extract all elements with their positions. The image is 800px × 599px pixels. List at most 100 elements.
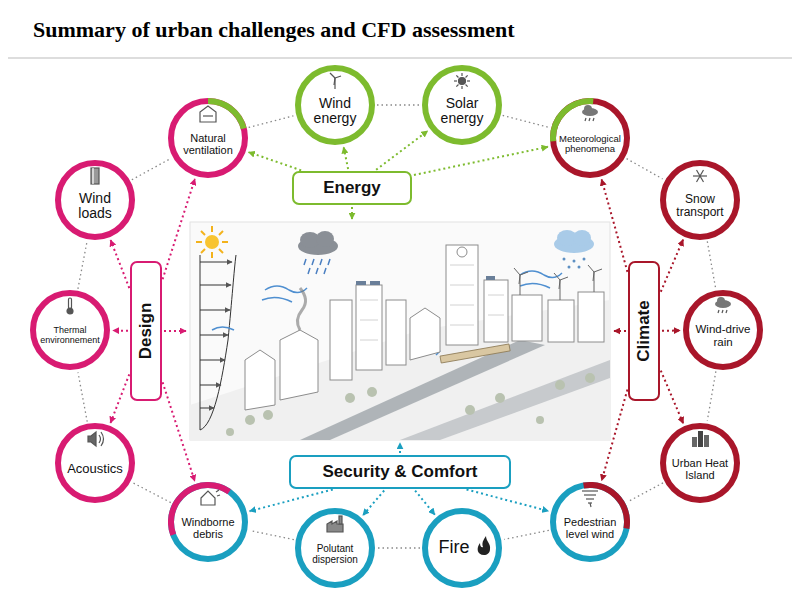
node-icon [88, 432, 104, 446]
ring [425, 511, 499, 585]
ring-link [504, 530, 549, 539]
ring-link [250, 531, 294, 540]
dotted-arrow [661, 240, 683, 292]
challenge-label: Wind-drive rain [690, 323, 756, 348]
ring [425, 68, 499, 142]
challenge-label: Polutant dispersion [302, 543, 368, 565]
challenge-circle: Urban Heat Island [660, 423, 740, 503]
ring [663, 426, 737, 500]
dotted-arrow [113, 330, 128, 332]
energy-arrow [351, 207, 353, 219]
ring-link [132, 159, 170, 180]
challenge-circle: Wind-drive rain [683, 290, 763, 370]
challenge-circle: Thermal environnement [30, 290, 110, 370]
node-icon [201, 490, 220, 505]
node-icon [330, 73, 341, 89]
node-icon [478, 536, 490, 555]
challenge-label: Windborne debris [175, 516, 241, 540]
challenge-label: Wind loads [62, 191, 128, 222]
ring-link [707, 371, 716, 420]
ring-link [249, 116, 294, 128]
ring [33, 293, 107, 367]
category-band: Climate [628, 261, 660, 401]
challenge-label: Solar energy [429, 96, 495, 127]
node-icon [715, 297, 731, 313]
dotted-arrow [163, 382, 195, 481]
box-border [290, 456, 510, 488]
ring-link [78, 242, 87, 289]
challenge-circle: Windborne debris [168, 482, 248, 562]
challenge-circle: Fire [422, 508, 502, 588]
category-label: Design [136, 303, 156, 360]
dotted-arrow [344, 147, 348, 169]
box-border [131, 262, 161, 400]
box-border [293, 172, 411, 204]
category-label: Climate [634, 300, 654, 361]
ring [58, 163, 132, 237]
ring [58, 426, 132, 500]
node-icon [327, 516, 343, 532]
challenge-circle: Meteorological phenomena [550, 98, 630, 178]
box-border [629, 262, 659, 400]
node-icon [200, 106, 216, 122]
challenge-circle: Wind loads [55, 160, 135, 240]
node-icon [67, 298, 73, 314]
challenge-circle: Polutant dispersion [295, 508, 375, 588]
diagram-title: Summary of urban challenges and CFD asse… [33, 17, 515, 43]
node-icon [454, 73, 470, 89]
city-sketch [190, 222, 610, 440]
challenge-label: Thermal environnement [37, 326, 103, 346]
ring-link [78, 372, 87, 421]
challenge-circle: Pedestrian level wind [550, 482, 630, 562]
node-icon [582, 491, 598, 507]
climate-arrow [614, 330, 626, 332]
dotted-arrow [110, 374, 129, 423]
challenge-circle: Acoustics [55, 423, 135, 503]
node-icon [91, 168, 99, 184]
challenge-label: Natural ventilation [175, 132, 241, 156]
ring-link [133, 483, 171, 503]
ring-link [628, 483, 663, 502]
category-label: Security & Comfort [323, 462, 478, 482]
security-arrow [399, 443, 401, 453]
challenge-circle: Solar energy [422, 65, 502, 145]
ring [663, 163, 737, 237]
dotted-arrow [602, 390, 628, 481]
dotted-arrow [249, 152, 302, 170]
challenge-label: Fire [434, 538, 474, 558]
challenge-circle: Wind energy [295, 65, 375, 145]
challenge-label: Snow transport [667, 193, 733, 219]
dotted-arrow [111, 240, 130, 288]
dotted-arrow [661, 371, 683, 424]
node-icon [582, 105, 598, 121]
ring-link [503, 115, 549, 127]
ring-link [377, 104, 419, 105]
ring-link [378, 547, 420, 548]
ring [686, 293, 760, 367]
challenge-circle: Natural ventilation [168, 98, 248, 178]
ring-link [627, 159, 663, 179]
design-arrow [164, 330, 186, 332]
ring [298, 511, 372, 585]
ring [298, 68, 372, 142]
node-icon [693, 170, 707, 182]
dotted-arrow [250, 490, 333, 512]
dotted-arrow [376, 131, 428, 170]
challenge-label: Wind energy [302, 96, 368, 127]
title-rule [8, 58, 792, 59]
dotted-arrow [414, 147, 548, 175]
challenge-label: Urban Heat Island [667, 457, 733, 481]
dotted-arrow [363, 491, 384, 516]
dotted-arrow [602, 179, 628, 271]
category-band: Design [130, 261, 162, 401]
challenge-circle: Snow transport [660, 160, 740, 240]
dotted-arrow [662, 330, 680, 332]
category-box: Energy [292, 171, 412, 205]
challenge-label: Pedestrian level wind [557, 516, 623, 540]
category-label: Energy [323, 178, 381, 198]
dotted-arrow [467, 490, 549, 512]
challenge-label: Acoustics [62, 462, 128, 476]
